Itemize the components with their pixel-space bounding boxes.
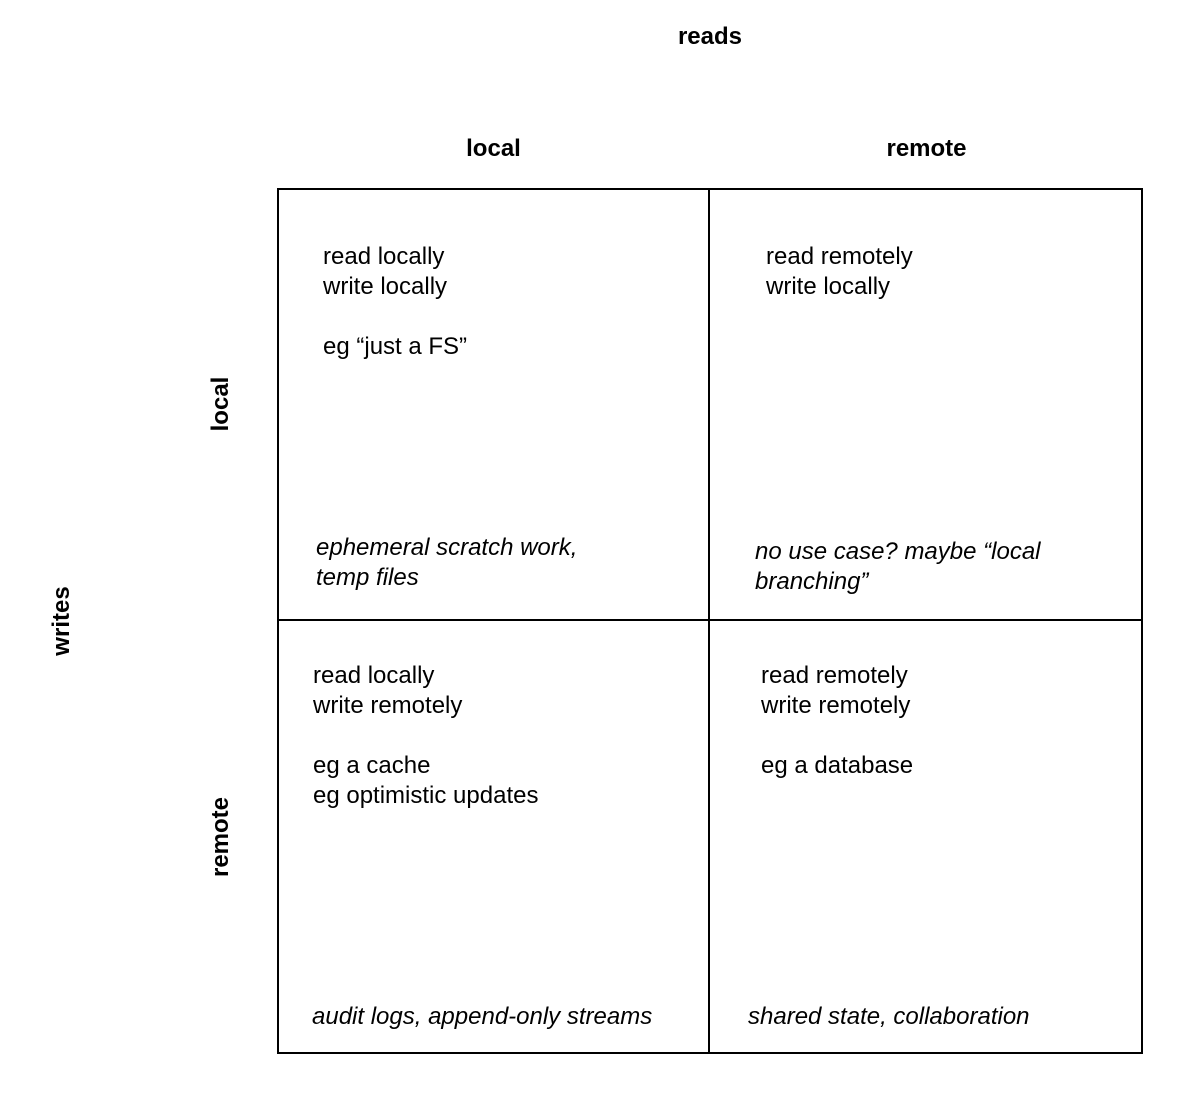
- quadrant-description: read locally write locally eg “just a FS…: [323, 242, 467, 362]
- quadrant-line: write remotely: [313, 692, 463, 719]
- quadrant-read-remote-write-remote: read remotely write remotely eg a databa…: [710, 621, 1141, 1052]
- matrix-grid: read locally write locally eg “just a FS…: [277, 188, 1143, 1054]
- quadrant-line: read remotely: [761, 662, 908, 689]
- quadrant-note: no use case? maybe “local branching”: [755, 538, 1041, 595]
- spacer: [323, 302, 467, 332]
- quadrant-description: read remotely write locally: [766, 242, 913, 302]
- quadrant-read-local-write-remote: read locally write remotely eg a cache e…: [279, 621, 710, 1052]
- quadrant-description: read remotely write remotely eg a databa…: [761, 661, 913, 781]
- spacer: [761, 721, 913, 751]
- quadrant-line: write locally: [323, 273, 448, 300]
- quadrant-read-remote-write-local: read remotely write locally no use case?…: [710, 190, 1141, 621]
- row-header-local: local: [207, 376, 234, 432]
- quadrant-note: ephemeral scratch work, temp files: [316, 534, 578, 591]
- quadrant-example: eg a database: [761, 752, 914, 779]
- quadrant-line: read locally: [313, 662, 435, 689]
- quadrant-line: write locally: [766, 273, 891, 300]
- quadrant-note: shared state, collaboration: [748, 1003, 1030, 1030]
- quadrant-example: eg optimistic updates: [313, 782, 539, 809]
- x-axis-title: reads: [677, 23, 743, 50]
- quadrant-read-local-write-local: read locally write locally eg “just a FS…: [279, 190, 710, 621]
- quadrant-example: eg a cache: [313, 752, 431, 779]
- column-header-remote: remote: [886, 135, 967, 162]
- quadrant-line: read locally: [323, 243, 445, 270]
- quadrant-example: eg “just a FS”: [323, 333, 468, 360]
- quadrant-note: audit logs, append-only streams: [312, 1003, 653, 1030]
- quadrant-description: read locally write remotely eg a cache e…: [313, 661, 538, 811]
- y-axis-title: writes: [48, 586, 75, 656]
- quadrant-line: write remotely: [761, 692, 911, 719]
- spacer: [313, 721, 538, 751]
- row-header-remote: remote: [207, 796, 234, 878]
- column-header-local: local: [466, 135, 521, 162]
- quadrant-line: read remotely: [766, 243, 913, 270]
